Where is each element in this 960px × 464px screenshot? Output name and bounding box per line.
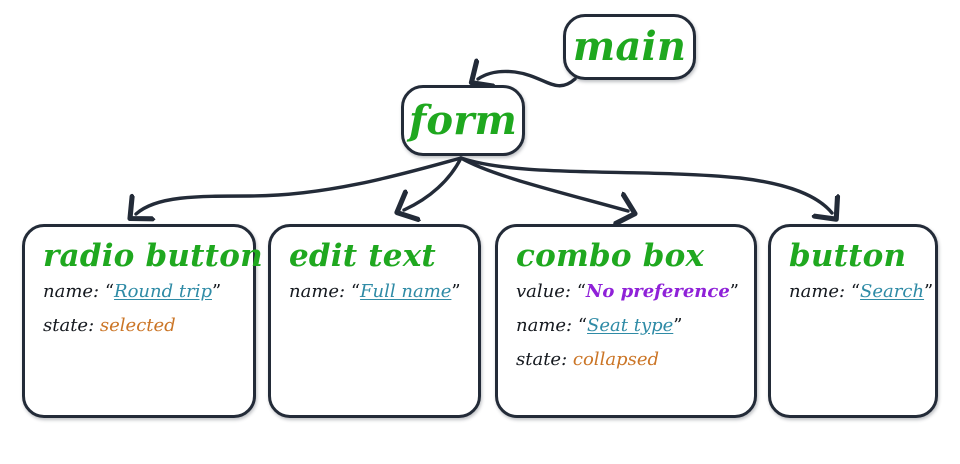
attr-row: name: “Seat type” [516, 312, 754, 340]
attr-value: Full name [360, 281, 452, 302]
attr-row: name: “Round trip” [43, 278, 253, 306]
attr-value: Seat type [587, 314, 674, 336]
open-quote: “ [577, 314, 588, 336]
close-quote: ” [729, 281, 739, 302]
node-main[interactable]: main [563, 14, 696, 80]
node-combo-box[interactable]: combo box value: “No preference” name: “… [495, 224, 757, 418]
node-combo-box-body: combo box value: “No preference” name: “… [498, 227, 754, 415]
edge-form-to-edit-text [404, 156, 463, 210]
attr-key: state: [43, 314, 95, 336]
node-edit-text[interactable]: edit text name: “Full name” [268, 224, 481, 418]
attr-key: name: [43, 281, 100, 302]
edge-form-to-combo-box [459, 156, 628, 211]
close-quote: ” [451, 281, 461, 302]
node-radio-button-title: radio button [43, 238, 263, 274]
attr-row: state: collapsed [516, 346, 754, 374]
open-quote: “ [576, 281, 586, 302]
node-edit-text-title: edit text [289, 238, 436, 274]
attr-row: name: “Full name” [289, 278, 478, 306]
node-form[interactable]: form [401, 85, 525, 156]
attr-row: state: selected [43, 312, 253, 340]
edge-form-to-button [459, 156, 832, 213]
node-combo-box-title: combo box [516, 238, 705, 274]
node-form-title: form [408, 96, 518, 144]
attr-value: Search [860, 281, 925, 302]
attr-key: state: [516, 348, 568, 370]
open-quote: “ [104, 281, 115, 302]
attr-key: value: [516, 281, 571, 302]
open-quote: “ [350, 281, 361, 302]
attr-key: name: [516, 314, 573, 336]
node-edit-text-body: edit text name: “Full name” [271, 227, 478, 415]
attr-row: value: “No preference” [516, 278, 754, 306]
attr-key: name: [289, 281, 346, 302]
close-quote: ” [211, 281, 222, 302]
attr-key: name: [789, 281, 846, 302]
node-radio-button-body: radio button name: “Round trip” state: s… [25, 227, 263, 415]
edge-main-to-form [478, 71, 577, 85]
node-radio-button[interactable]: radio button name: “Round trip” state: s… [22, 224, 263, 418]
close-quote: ” [673, 314, 683, 336]
attr-value: collapsed [572, 348, 659, 370]
node-main-title: main [572, 23, 687, 70]
attr-value: Round trip [114, 281, 212, 302]
attr-row: name: “Search” [789, 278, 935, 306]
node-button[interactable]: button name: “Search” [768, 224, 938, 418]
attr-value: No preference [585, 281, 730, 302]
node-button-body: button name: “Search” [771, 227, 935, 415]
edge-form-to-radio-button [136, 156, 463, 214]
close-quote: ” [924, 281, 934, 302]
open-quote: “ [850, 281, 861, 302]
node-button-title: button [789, 238, 907, 274]
attr-value: selected [99, 314, 176, 336]
